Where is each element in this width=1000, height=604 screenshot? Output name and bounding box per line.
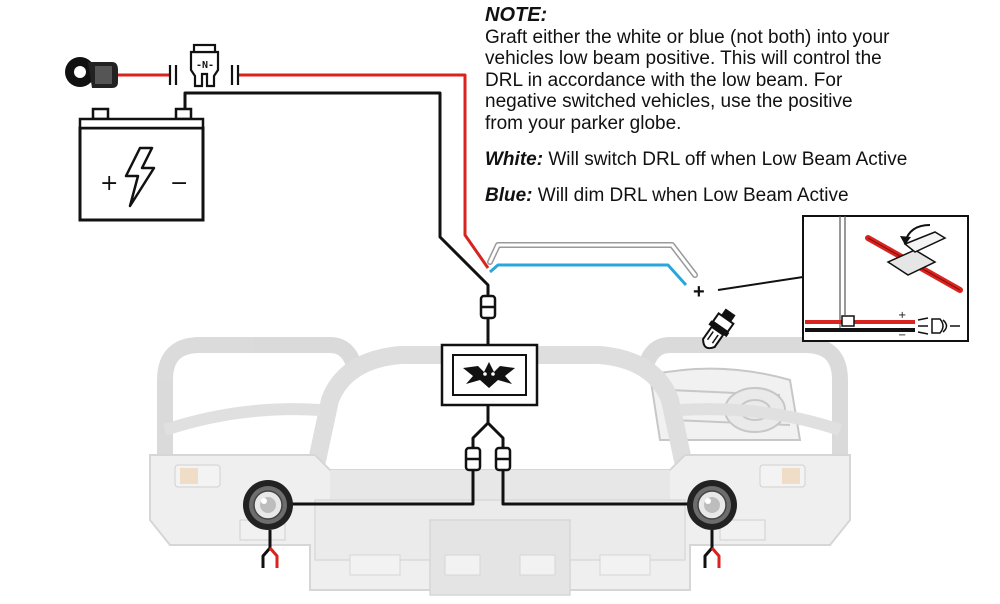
white-text: Will switch DRL off when Low Beam Active bbox=[543, 148, 908, 170]
controller-logo-icon bbox=[463, 362, 515, 388]
white-label: White: bbox=[485, 148, 544, 170]
globe-plus: + bbox=[693, 281, 705, 303]
black-wire-battery bbox=[183, 91, 490, 296]
connector-icon-left bbox=[464, 446, 482, 472]
battery-icon: + − bbox=[78, 107, 205, 222]
lamp-wire-right bbox=[501, 470, 690, 506]
white-option: White: Will switch DRL off when Low Beam… bbox=[485, 149, 985, 171]
red-wire-main bbox=[238, 73, 490, 269]
blue-text: Will dim DRL when Low Beam Active bbox=[532, 185, 849, 207]
inset-minus: − bbox=[898, 330, 906, 341]
fuse-label: -N- bbox=[196, 60, 214, 71]
note-block: NOTE: Graft either the white or blue (no… bbox=[485, 4, 985, 207]
connector-icon bbox=[479, 294, 497, 320]
battery-minus: − bbox=[170, 171, 188, 196]
battery-plus: + bbox=[100, 171, 118, 196]
note-line: vehicles low beam positive. This will co… bbox=[485, 48, 882, 70]
note-line: Graft either the white or blue (not both… bbox=[485, 26, 890, 48]
blue-wire bbox=[489, 263, 688, 287]
note-line: from your parker globe. bbox=[485, 112, 682, 134]
blue-label: Blue: bbox=[485, 185, 533, 207]
connector-icon-right bbox=[494, 446, 512, 472]
wiring bbox=[117, 73, 804, 568]
lamp-wire-left bbox=[290, 470, 475, 506]
drl-controller bbox=[440, 343, 539, 407]
fuse-icon: -N- bbox=[168, 43, 240, 88]
splice-inset: + − bbox=[802, 215, 969, 342]
note-title: NOTE: bbox=[485, 4, 548, 26]
headlight-globe-icon bbox=[702, 308, 736, 350]
lightning-icon bbox=[124, 146, 156, 208]
ignition-key-icon bbox=[65, 57, 118, 88]
drl-lamp-right bbox=[687, 480, 737, 530]
drl-lamp-icon bbox=[917, 317, 960, 335]
note-line: negative switched vehicles, use the posi… bbox=[485, 91, 853, 113]
note-body: Graft either the white or blue (not both… bbox=[485, 27, 985, 135]
note-line: DRL in accordance with the low beam. For bbox=[485, 69, 843, 91]
drl-lamp-left bbox=[243, 480, 293, 530]
blue-option: Blue: Will dim DRL when Low Beam Active bbox=[485, 185, 985, 207]
inset-plus: + bbox=[898, 310, 906, 321]
white-wire bbox=[487, 242, 698, 278]
